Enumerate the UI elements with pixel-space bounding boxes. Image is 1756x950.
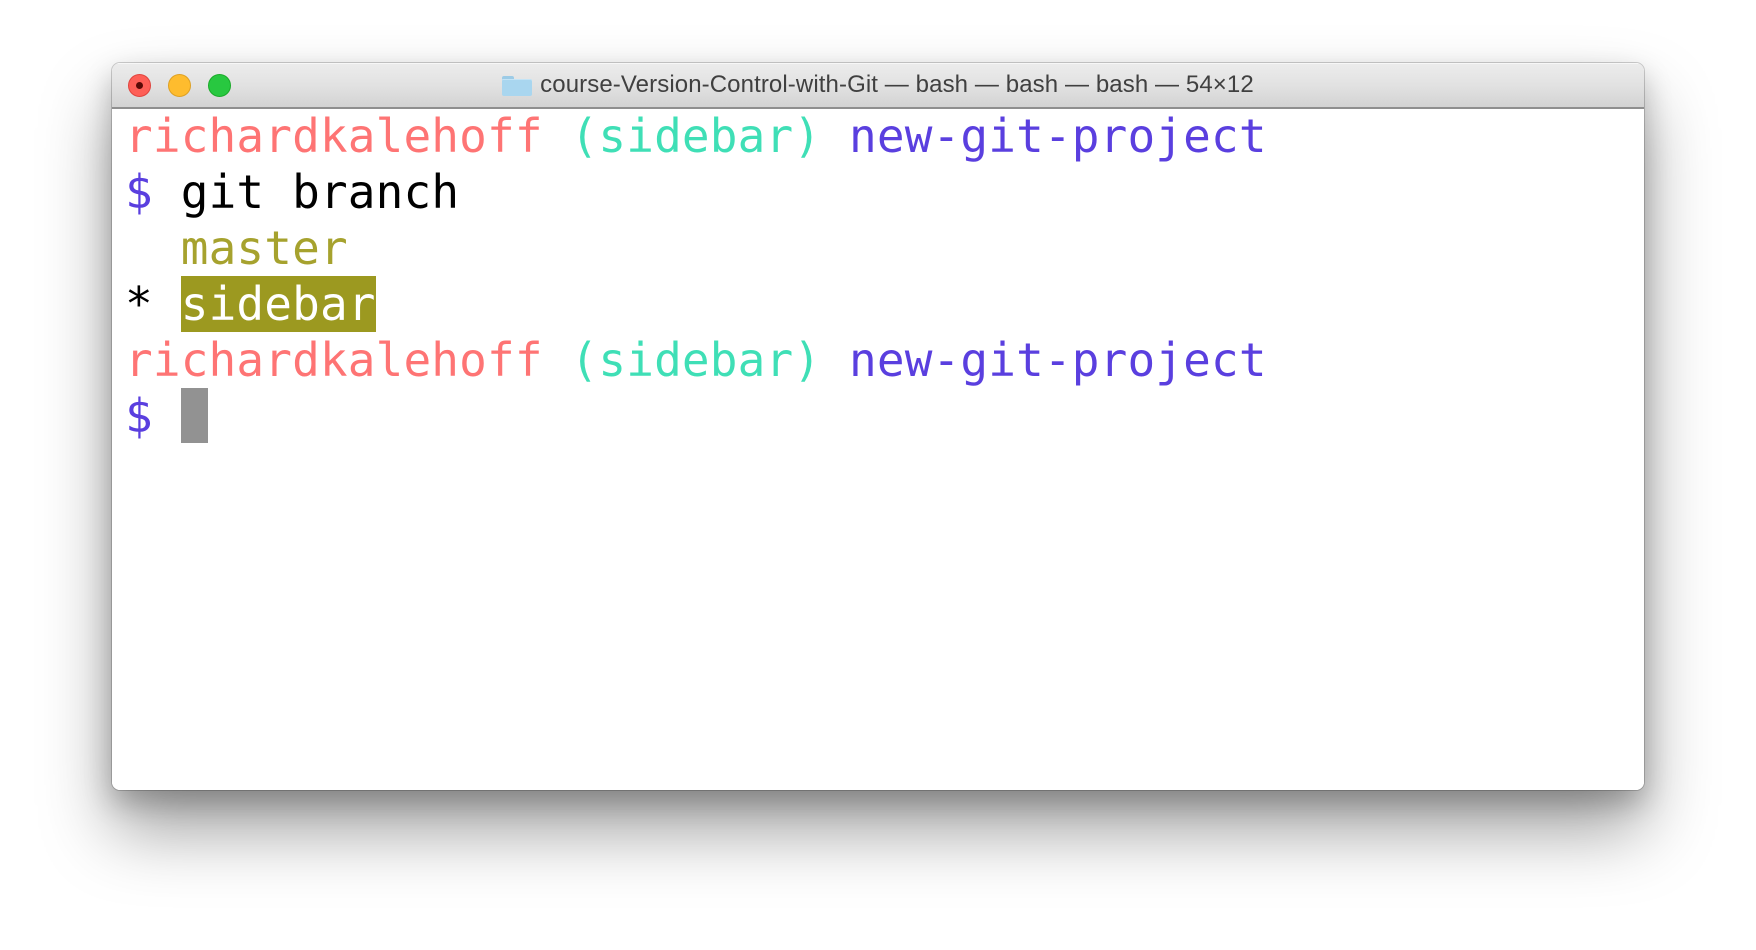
- terminal-window[interactable]: course-Version-Control-with-Git — bash —…: [112, 63, 1644, 790]
- prompt-info-line: richardkalehoff (sidebar) new-git-projec…: [125, 332, 1267, 388]
- prompt-info-line: richardkalehoff (sidebar) new-git-projec…: [125, 108, 1267, 164]
- window-title: course-Version-Control-with-Git — bash —…: [112, 63, 1644, 107]
- prompt-user: richardkalehoff: [125, 109, 543, 163]
- branch-marker: [125, 221, 153, 275]
- branch-name-current: sidebar: [180, 276, 376, 332]
- prompt-directory: new-git-project: [849, 109, 1267, 163]
- close-button[interactable]: [128, 74, 151, 97]
- folder-icon: [502, 76, 533, 96]
- prompt-user: richardkalehoff: [125, 333, 543, 387]
- branch-name-master: master: [180, 221, 348, 275]
- active-command-line[interactable]: $: [125, 388, 1267, 444]
- close-icon: [136, 82, 143, 89]
- text-cursor: [180, 388, 208, 443]
- zoom-button[interactable]: [208, 74, 231, 97]
- branch-list-item-current: * sidebar: [125, 276, 1267, 332]
- command-line: $ git branch: [125, 164, 1267, 220]
- command-text: git branch: [180, 165, 460, 219]
- minimize-button[interactable]: [168, 74, 191, 97]
- window-title-text: course-Version-Control-with-Git — bash —…: [540, 71, 1254, 98]
- prompt-symbol: $: [125, 165, 153, 219]
- current-branch-marker: *: [125, 277, 153, 331]
- terminal-content[interactable]: richardkalehoff (sidebar) new-git-projec…: [112, 109, 1644, 790]
- prompt-symbol: $: [125, 389, 153, 443]
- prompt-directory: new-git-project: [849, 333, 1267, 387]
- branch-list-item: master: [125, 220, 1267, 276]
- prompt-branch: (sidebar): [570, 333, 822, 387]
- window-titlebar[interactable]: course-Version-Control-with-Git — bash —…: [112, 63, 1644, 109]
- prompt-branch: (sidebar): [570, 109, 822, 163]
